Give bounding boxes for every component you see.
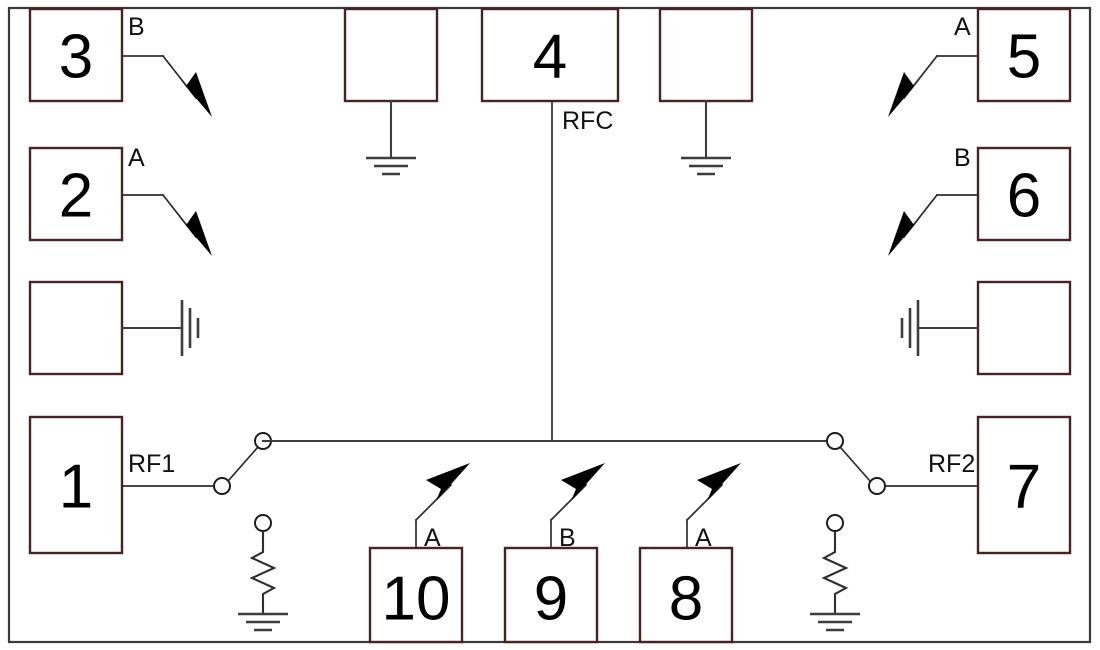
switch-rf2-blade [838,445,872,483]
box-6-label: 6 [1007,162,1041,231]
box-9-label: 9 [534,565,568,634]
ground-icon-top-right [681,156,731,176]
ground-icon-left [180,300,200,356]
pin-label-box-9: B [559,524,576,552]
component-box-2[interactable]: 2 [28,146,124,242]
box-5-label: 5 [1007,23,1041,92]
arrow-head-box-9 [561,463,605,501]
box-6-outline [976,146,1072,242]
blank-top-right-outline [658,7,754,103]
component-blank-top-right-ground[interactable] [658,7,754,103]
switch-rf2-throw-node [826,432,844,450]
pin-label-box-5: A [954,13,971,41]
component-box-9[interactable]: 9 [503,546,599,644]
switch-rf1-pole-node [213,477,231,495]
switch-rf1[interactable] [213,432,272,532]
box-3-label: 3 [59,23,93,92]
arrow-head-box-8 [697,463,741,501]
arrow-head-box-10 [426,463,470,501]
arrow-head-box-2 [178,211,212,256]
box-9-outline [503,546,599,644]
component-blank-right-ground[interactable] [976,280,1072,376]
blank-right-gnd-outline [976,280,1072,376]
box-8-label: 8 [669,565,703,634]
component-box-3[interactable]: 3 [28,7,124,103]
arrow-head-box-6 [888,211,922,256]
pin-label-box-8: A [695,524,712,552]
component-box-5[interactable]: 5 [976,7,1072,103]
blank-top-left-outline [343,7,439,103]
switch-rf1-blade [226,445,260,483]
box-2-outline [28,146,124,242]
component-box-10[interactable]: 10 [368,546,464,644]
ground-icon-resistor-right [810,612,860,632]
switch-rf1-ground-node [254,514,272,532]
switch-rf2-pole-node [868,477,886,495]
box-2-label: 2 [59,162,93,231]
arrow-line-box-8 [685,483,724,522]
box-8-outline [638,546,734,644]
arrow-head-box-3 [178,72,212,117]
switch-rf2-ground-node [826,514,844,532]
arrow-line-box-10 [414,483,453,522]
resistor-right [821,531,849,614]
blank-left-gnd-outline [28,280,124,376]
box-1-outline [28,415,124,555]
box-7-label: 7 [1007,453,1041,522]
switch-rf2[interactable] [826,432,886,532]
arrow-head-box-5 [888,72,922,117]
box-4-outline [480,7,620,103]
box-3-outline [28,7,124,103]
ground-icon-top-left [366,156,416,176]
pin-label-box-6: B [954,144,971,172]
net-label-rf2: RF2 [928,450,975,478]
component-blank-left-ground[interactable] [28,280,124,376]
ground-icon-right [900,300,920,356]
pin-label-box-3: B [128,13,145,41]
arrow-line-box-9 [549,483,588,522]
box-4-label: 4 [533,23,567,92]
net-label-rf1: RF1 [128,450,175,478]
component-box-6[interactable]: 6 [976,146,1072,242]
ground-icon-resistor-left [238,612,288,632]
resistor-left-body [249,531,277,614]
pin-label-box-10: A [424,524,441,552]
pin-label-box-2: A [128,144,145,172]
box-7-outline [976,415,1072,555]
box-10-label: 10 [382,565,451,634]
box-5-outline [976,7,1072,103]
net-label-rfc: RFC [562,107,613,135]
component-box-8[interactable]: 8 [638,546,734,644]
box-1-label: 1 [59,453,93,522]
resistor-right-body [821,531,849,614]
component-blank-top-left-ground[interactable] [343,7,439,103]
component-box-4[interactable]: 4 [480,7,620,103]
component-box-7[interactable]: 7 [976,415,1072,555]
resistor-left [249,531,277,614]
component-box-1[interactable]: 1 [28,415,124,555]
